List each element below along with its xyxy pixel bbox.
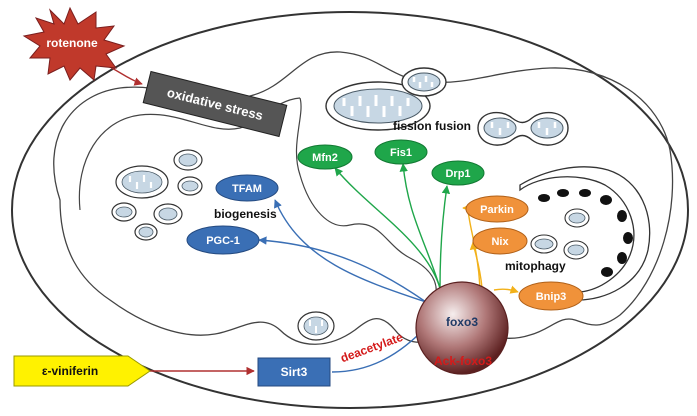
foxo3-to-pgc1-arrow: [258, 236, 427, 303]
mitochondrion-fission-top: [401, 67, 447, 97]
inner-cytoplasm-outline: [53, 51, 674, 345]
tfam-node: [215, 174, 279, 202]
pgc1-node: [186, 225, 260, 255]
nix-node: [472, 227, 528, 255]
foxo3-to-fis1-arrow: [399, 163, 441, 289]
parkin-node: [465, 195, 529, 223]
viniferin-tag: [13, 355, 151, 387]
mitochondrion-fusion-right: [477, 111, 569, 146]
bnip3-node: [518, 281, 584, 311]
sirt3-label: Sirt3: [281, 365, 308, 379]
mfn2-node: [297, 144, 353, 170]
foxo3-to-drp1-arrow: [439, 185, 451, 289]
mitochondria-cluster-left: [111, 149, 203, 241]
mitochondrion-bottom-center: [297, 311, 335, 341]
viniferin-label: ε-viniferin: [42, 364, 98, 378]
lysosome-dots: [538, 189, 633, 277]
mfn2-label: Mfn2: [312, 152, 338, 164]
tfam-label: TFAM: [232, 183, 262, 195]
foxo3-to-bnip3-arrow: [493, 285, 519, 294]
foxo3-to-mfn2-arrow: [334, 167, 441, 289]
rotenone-label: rotenone: [46, 36, 98, 50]
ack-foxo3-label: Ack-foxo3: [434, 354, 492, 368]
fis1-node: [374, 139, 428, 165]
mitochondrion-large-top: [325, 81, 431, 131]
foxo3-to-tfam-arrow: [274, 199, 427, 303]
biogenesis-label: biogenesis: [214, 207, 277, 221]
inner-contour-3: [295, 97, 437, 301]
bnip3-label: Bnip3: [536, 291, 567, 303]
foxo3-label: foxo3: [446, 315, 478, 329]
pgc1-label: PGC-1: [206, 235, 240, 247]
nucleus-foxo3: [415, 281, 509, 375]
sirt3-box: [257, 357, 331, 387]
fission-fusion-label: fission fusion: [393, 119, 471, 133]
drp1-label: Drp1: [445, 168, 470, 180]
mitophagy-label: mitophagy: [505, 259, 566, 273]
mitochondria-autophagosome: [530, 208, 590, 260]
fis1-label: Fis1: [390, 147, 412, 159]
drp1-node: [431, 160, 485, 186]
parkin-label: Parkin: [480, 204, 514, 216]
rotenone-star: [22, 6, 126, 81]
nix-label: Nix: [491, 236, 509, 248]
